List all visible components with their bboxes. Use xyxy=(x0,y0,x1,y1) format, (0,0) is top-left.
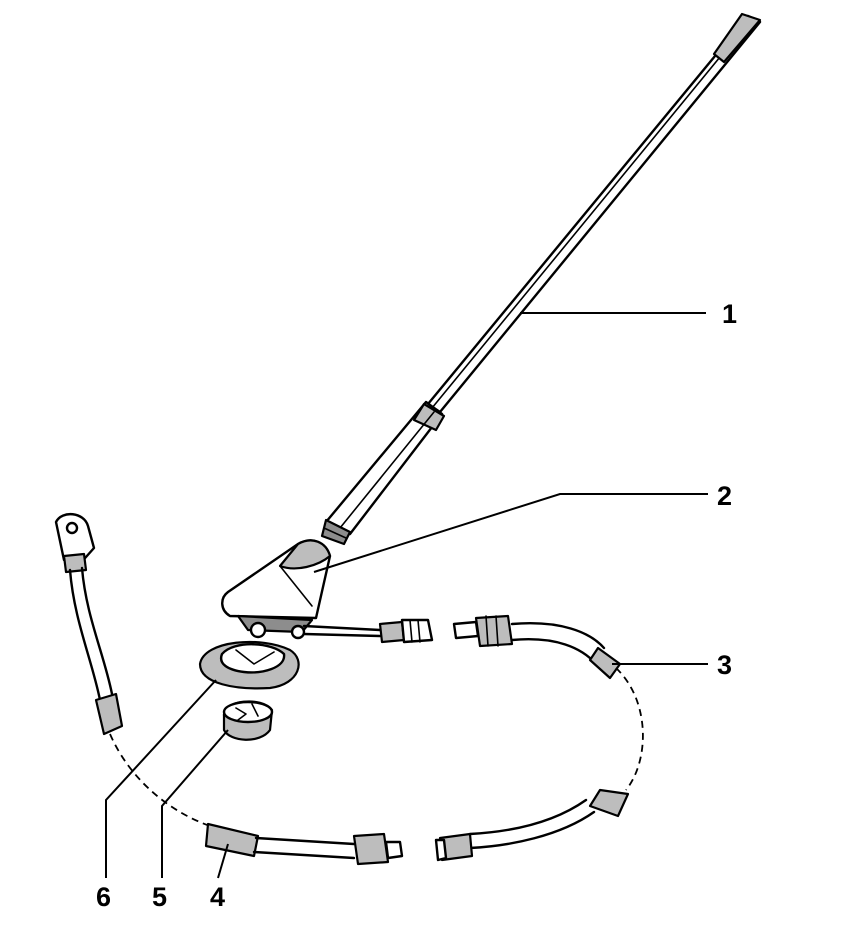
leader-6 xyxy=(105,679,217,878)
antenna-mast xyxy=(320,12,762,546)
callout-6: 6 xyxy=(96,882,111,912)
callout-labels: 1 2 3 4 5 6 xyxy=(96,299,737,912)
leader-2 xyxy=(313,493,708,573)
leader-lines xyxy=(105,312,708,879)
antenna-base xyxy=(221,539,434,644)
leader-4 xyxy=(217,843,229,879)
gasket xyxy=(198,640,300,690)
antenna-cable xyxy=(434,614,644,862)
mounting-nut xyxy=(222,700,274,741)
callout-2: 2 xyxy=(717,481,732,511)
extension-cable xyxy=(54,513,404,866)
callout-3: 3 xyxy=(717,650,732,680)
callout-4: 4 xyxy=(210,882,225,912)
leader-5 xyxy=(161,729,229,878)
callout-5: 5 xyxy=(152,882,167,912)
callout-1: 1 xyxy=(722,299,737,329)
